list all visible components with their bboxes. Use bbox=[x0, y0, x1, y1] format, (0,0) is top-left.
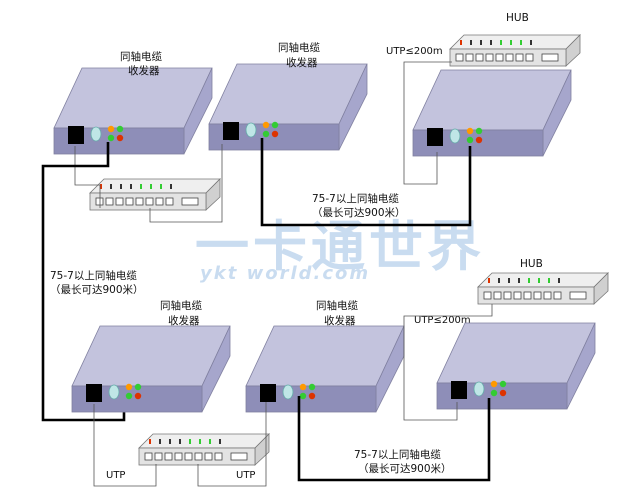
coax-left-label-2: （最长可达900米） bbox=[50, 283, 144, 296]
coax-bottom-label-2: （最长可达900米） bbox=[358, 462, 452, 475]
transceiver-bottom-left-label-2: 收发器 bbox=[168, 314, 200, 327]
transceiver-bottom-mid-label-1: 同轴电缆 bbox=[316, 299, 358, 312]
hub-bottom-right-label: HUB bbox=[520, 258, 543, 270]
coax-bottom-label-1: 75-7以上同轴电缆 bbox=[354, 448, 441, 461]
coax-cable-top bbox=[260, 138, 472, 227]
transceiver-top-left bbox=[53, 67, 213, 155]
hub-top-right bbox=[449, 34, 581, 67]
utp-cable-top-mid bbox=[149, 144, 223, 223]
utp-cable-top-right bbox=[403, 61, 452, 185]
utp-cable-bottom-left bbox=[93, 404, 157, 487]
coax-top-label-2: （最长可达900米） bbox=[312, 206, 406, 219]
hub-bottom-right bbox=[477, 272, 609, 305]
transceiver-top-mid-label-1: 同轴电缆 bbox=[278, 41, 320, 54]
transceiver-bottom-mid-label-2: 收发器 bbox=[324, 314, 356, 327]
utp-bottom-left-label: UTP bbox=[106, 470, 125, 481]
coax-top-label-1: 75-7以上同轴电缆 bbox=[312, 192, 399, 205]
transceiver-bottom-left bbox=[71, 325, 231, 413]
utp-top-right-label: UTP≤200m bbox=[386, 46, 443, 57]
transceiver-top-left-label-2: 收发器 bbox=[128, 64, 160, 77]
transceiver-bottom-mid bbox=[245, 325, 405, 413]
transceiver-top-right bbox=[412, 69, 572, 157]
hub-top-right-label: HUB bbox=[506, 12, 529, 24]
transceiver-top-mid-label-2: 收发器 bbox=[286, 56, 318, 69]
hub-bottom-mid bbox=[138, 433, 270, 466]
transceiver-top-mid bbox=[208, 63, 368, 151]
watermark-en: ykt world.com bbox=[200, 263, 370, 284]
transceiver-bottom-right bbox=[436, 322, 596, 410]
utp-cable-bottom-right bbox=[403, 304, 493, 421]
utp-bottom-right-hub-label: UTP≤200m bbox=[414, 315, 471, 326]
coax-left-label-1: 75-7以上同轴电缆 bbox=[50, 269, 137, 282]
coax-cable-left bbox=[41, 142, 126, 422]
utp-cable-bottom-mid bbox=[197, 402, 267, 487]
utp-bottom-right-label: UTP bbox=[236, 470, 255, 481]
hub-top-mid bbox=[89, 178, 221, 211]
transceiver-top-left-label-1: 同轴电缆 bbox=[120, 50, 162, 63]
coax-cable-bottom bbox=[297, 396, 491, 482]
transceiver-bottom-left-label-1: 同轴电缆 bbox=[160, 299, 202, 312]
